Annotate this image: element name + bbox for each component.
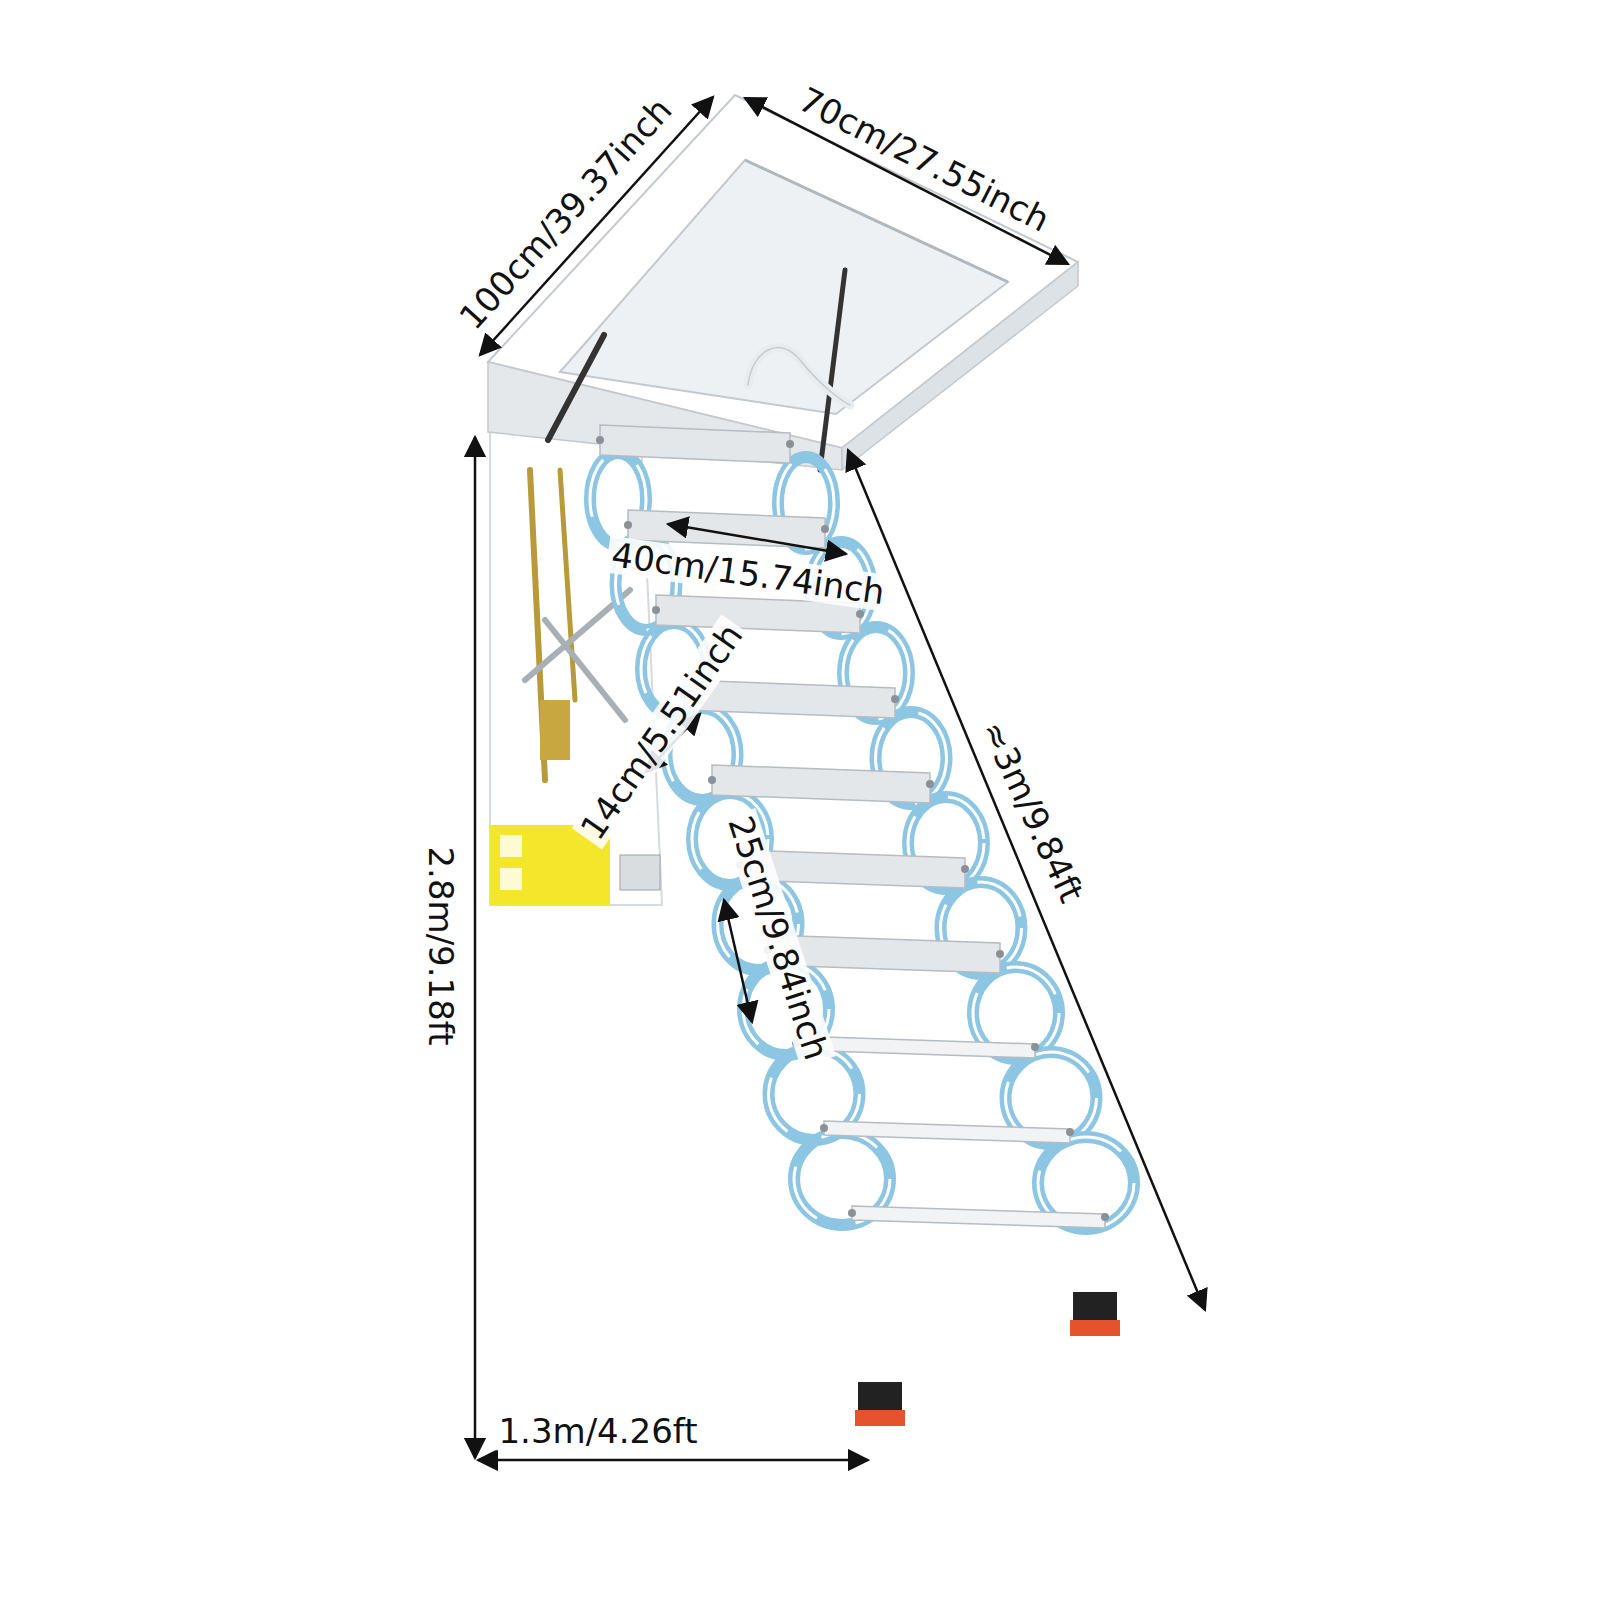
dimension-label: 70cm/27.55inch [789,79,1058,241]
rivet [996,950,1004,958]
gas-strut [548,335,604,440]
ladder-step [712,765,930,803]
rivet [652,606,660,614]
ladder-step [824,1121,1070,1143]
ladder-step [852,1206,1105,1228]
rivet [1066,1128,1074,1136]
foot-pad [1070,1320,1120,1336]
bracket [540,700,570,760]
rivet [848,1209,856,1217]
rivet [786,440,794,448]
gas-strut [820,270,845,470]
dimension-line [474,437,477,1458]
rivet [961,865,969,873]
sticker-icon [500,835,522,857]
handle-hose-edge [748,348,850,405]
ladder-foot [858,1382,902,1412]
rivet [820,1124,828,1132]
dimension-line [478,1459,868,1462]
sticker-icon [500,868,522,890]
dimension-line [724,900,752,1022]
ladder [590,425,1134,1426]
rivet [856,610,864,618]
rivet [1101,1213,1109,1221]
foot-pad [855,1410,905,1426]
rivet [708,776,716,784]
rivet [926,780,934,788]
dimension-label: 1.3m/4.26ft [494,1413,701,1450]
frame-side [842,262,1078,470]
spring [560,470,575,700]
latch-plate [620,855,660,890]
hatch-frame [488,95,1078,470]
rivet [596,436,604,444]
dimension-label: 2.8m/9.18ft [421,842,458,1049]
ladder-foot [1073,1292,1117,1322]
dimension-line [480,97,713,355]
dimension-line [848,450,1205,1310]
dimension-lines [475,97,1205,1460]
dimension-line [745,98,1068,264]
rivet [1031,1043,1039,1051]
dimension-label: 100cm/39.37inch [450,88,682,339]
frame-front [488,362,842,470]
dimension-label: ≈3m/9.84ft [972,712,1092,912]
rivet [891,695,899,703]
dimension-label: 40cm/15.74inch [605,536,891,612]
ladder-step [600,425,790,463]
rivet [624,521,632,529]
dimension-label: 14cm/5.51inch [572,614,753,850]
rivet [821,525,829,533]
handle-hose [748,348,850,405]
dimension-label: 25cm/9.84inch [720,808,836,1068]
